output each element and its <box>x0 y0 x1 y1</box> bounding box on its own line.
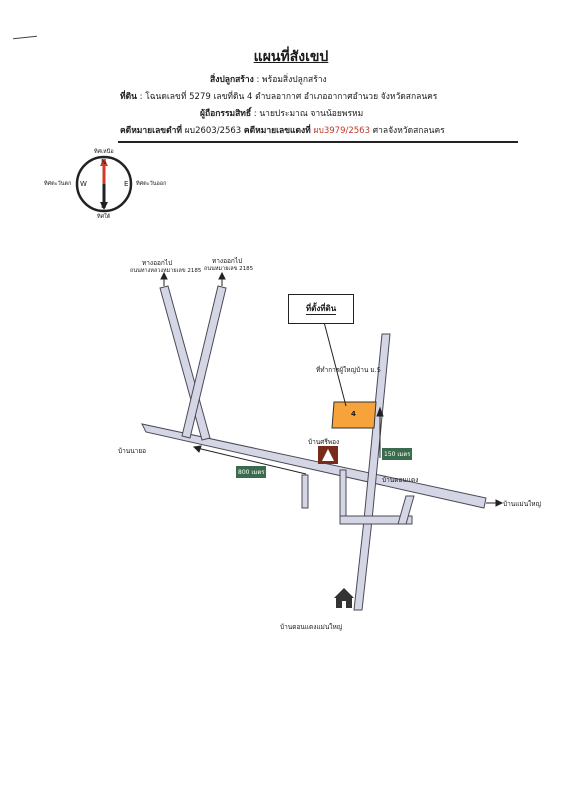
page-title: แผนที่สังเขป <box>253 49 329 65</box>
arrow-dist-800-head <box>192 445 202 453</box>
land-location-callout: ที่ตั้งที่ดิน <box>288 294 354 324</box>
plot-number: 4 <box>351 410 356 418</box>
building-value: : พร้อมสิ่งปลูกสร้าง <box>256 75 327 85</box>
land-plot <box>331 401 377 429</box>
road-spur-3 <box>397 495 415 525</box>
village-don-daeng-maen-yai-label: บ้านดอนแดงแม่นใหญ่ <box>280 623 343 631</box>
arrow-out-left-head <box>160 271 168 280</box>
owner-label: ผู้ถือกรรมสิทธิ์ <box>200 109 252 119</box>
building-line: สิ่งปลูกสร้าง : พร้อมสิ่งปลูกสร้าง <box>210 72 327 86</box>
red-case-value: ผบ3979/2563 <box>313 126 370 136</box>
black-case-value: ผบ2603/2563 <box>184 126 242 136</box>
compass-north-label: ทิศเหนือ <box>94 149 114 155</box>
village-maen-yai-label: บ้านแม่นใหญ่ <box>503 500 542 508</box>
road-south <box>353 519 373 611</box>
road-right-label-2: ถนนหมายเลข 2185 <box>204 266 254 272</box>
compass-s-letter: N <box>101 202 107 210</box>
map-arrows <box>160 271 504 507</box>
red-case-label: คดีหมายเลขแดงที่ <box>243 126 311 136</box>
compass <box>75 155 133 213</box>
land-value: : โฉนดเลขที่ 5279 เลขที่ดิน 4 ตำบลอากาศ … <box>139 92 438 102</box>
road-left-label-2: ถนนทางหลวงหมายเลข 2185 <box>130 268 202 274</box>
road-spur-1 <box>301 474 309 509</box>
callout-text: ที่ตั้งที่ดิน <box>305 304 337 315</box>
compass-ring <box>75 155 133 213</box>
road-cross <box>339 515 413 525</box>
distance-badge-150: 150 เมตร <box>382 448 413 460</box>
compass-w-letter: W <box>80 180 87 188</box>
roads <box>141 285 487 611</box>
school-roof <box>334 588 354 598</box>
land-label: ที่ดิน <box>120 92 137 102</box>
school-icon <box>334 588 354 608</box>
village-don-daeng-label: บ้านดอนแดง <box>382 476 419 484</box>
temple-icon <box>318 446 338 464</box>
header-divider <box>118 141 518 143</box>
road-left-label-1: ทางออกไป <box>142 259 173 267</box>
distance-badge-800: 800 เมตร <box>236 466 267 478</box>
village-na-yo-label: บ้านนายอ <box>118 447 147 455</box>
black-case-label: คดีหมายเลขดำที่ <box>120 126 182 136</box>
headman-office-label: ที่ทำการผู้ใหญ่บ้าน ม.5 <box>316 366 381 374</box>
compass-east-label: ทิศตะวันออก <box>136 181 167 187</box>
owner-line: ผู้ถือกรรมสิทธิ์ : นายประมาณ จานน้อยพรหม <box>200 106 363 120</box>
arrow-dist-800 <box>196 447 307 475</box>
road-right-label-1: ทางออกไป <box>212 257 243 265</box>
road-ne <box>181 285 227 439</box>
village-si-sa-label: บ้านศรีพอง <box>308 438 340 446</box>
temple-roof <box>322 449 334 461</box>
land-line: ที่ดิน : โฉนดเลขที่ 5279 เลขที่ดิน 4 ตำบ… <box>120 89 437 103</box>
case-line: คดีหมายเลขดำที่ ผบ2603/2563 คดีหมายเลขแด… <box>120 123 445 137</box>
compass-south-label: ทิศใต้ <box>97 214 111 220</box>
compass-e-letter: E <box>124 180 129 188</box>
compass-west-label: ทิศตะวันตก <box>44 181 72 187</box>
building-label: สิ่งปลูกสร้าง <box>210 75 254 85</box>
arrow-to-plot-head <box>376 406 384 417</box>
court-name: ศาลจังหวัดสกลนคร <box>372 126 445 136</box>
compass-n-letter: N <box>101 158 107 166</box>
compass-north-arrowhead <box>100 158 108 166</box>
school-door <box>342 601 346 608</box>
arrow-east-head <box>495 499 504 507</box>
compass-south-arrowhead <box>100 202 108 210</box>
arrow-out-right-head <box>218 271 226 280</box>
owner-value: : นายประมาณ จานน้อยพรหม <box>253 109 364 119</box>
callout-pointer <box>323 321 347 407</box>
